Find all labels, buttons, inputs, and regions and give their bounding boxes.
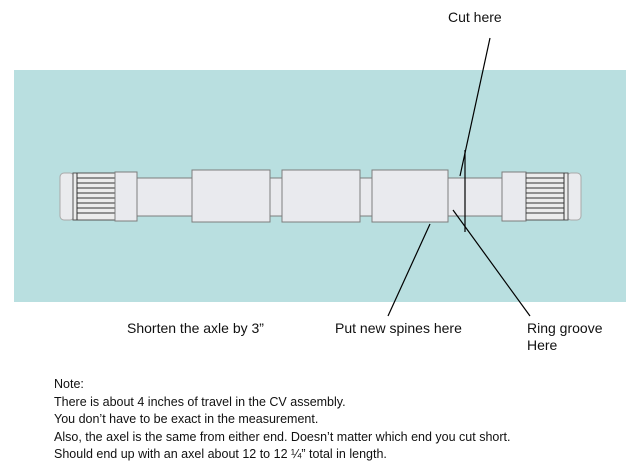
note-line: You don’t have to be exact in the measur… [54,412,319,426]
middle-collar-3 [371,169,449,223]
right-collar [501,171,527,222]
ring-groove-leader [452,209,531,317]
ring-groove-label-line2: Here [527,337,558,353]
note-heading: Note: [54,377,84,391]
left-end-cap [59,172,75,221]
shorten-axle-label: Shorten the axle by 3” [127,320,264,336]
spines-leader [387,223,431,317]
left-spline [72,172,116,221]
left-spline-grooves [76,173,115,220]
note-block: Note: There is about 4 inches of travel … [54,376,510,464]
right-spline [525,172,569,221]
left-collar [114,171,138,222]
cut-here-leader [459,37,491,177]
ring-groove-label-line1: Ring groove [527,320,603,336]
ring-groove-label: Ring groove Here [527,320,603,354]
note-line: Also, the axel is the same from either e… [54,429,511,444]
new-spines-label: Put new spines here [335,320,462,336]
middle-collar-2 [281,169,361,223]
cut-here-label: Cut here [448,9,502,25]
right-spline-grooves [526,173,565,220]
axle-shaft [59,169,582,223]
note-line: There is about 4 inches of travel in the… [54,394,346,409]
right-end-cap [566,172,582,221]
note-line: Should end up with an axel about 12 to 1… [54,447,387,461]
middle-collar-1 [191,169,271,223]
